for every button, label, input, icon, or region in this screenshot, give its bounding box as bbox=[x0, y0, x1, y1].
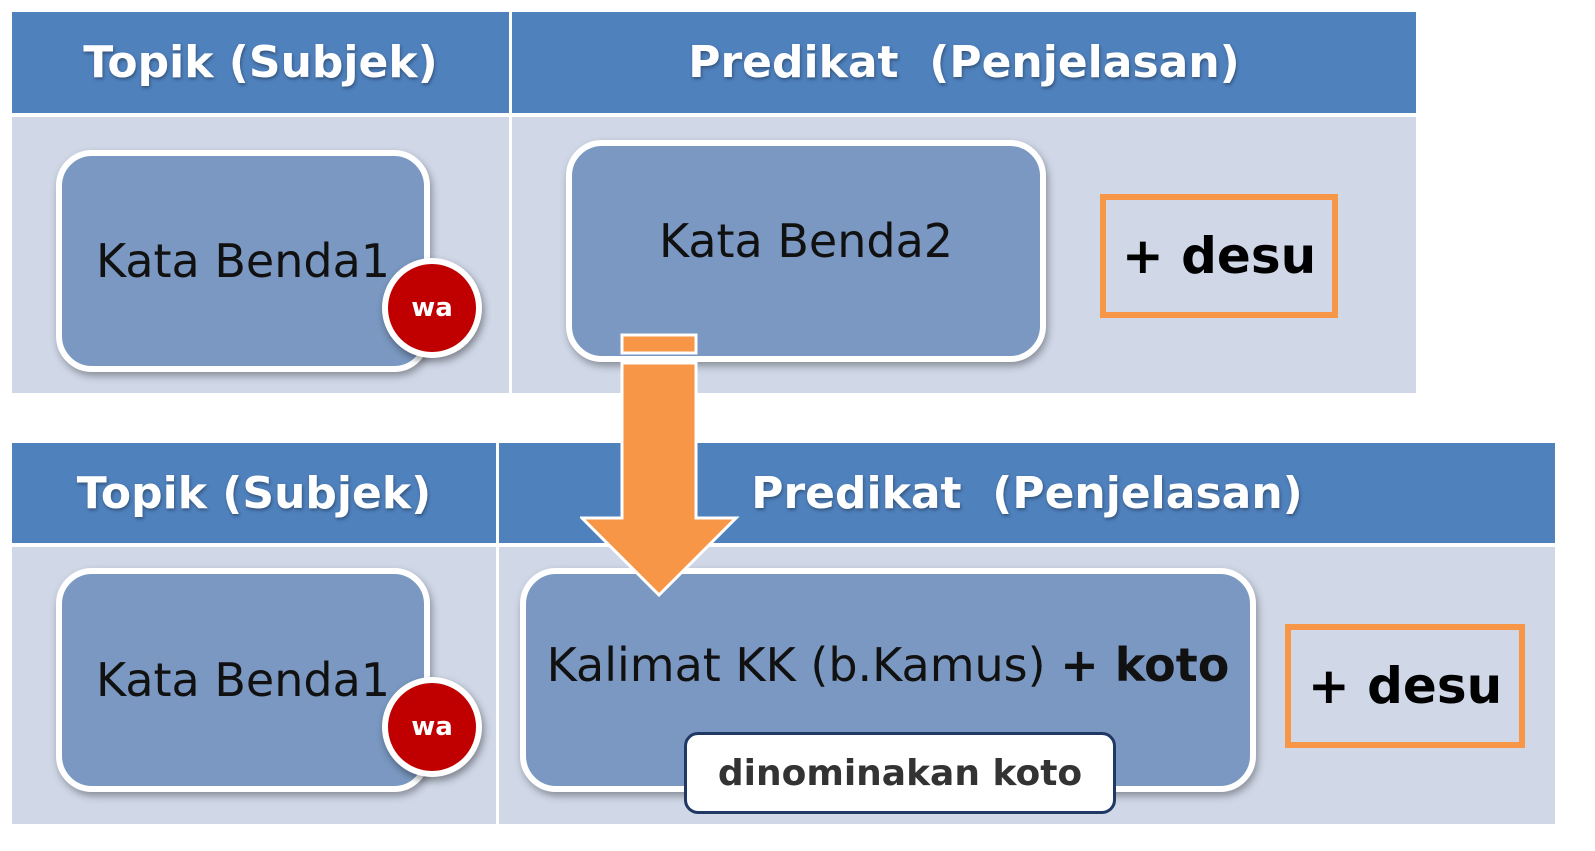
bottom-header-topic-label: Topik (Subjek) bbox=[76, 467, 432, 519]
bottom-desu-box: + desu bbox=[1285, 624, 1525, 748]
bottom-desu-label: + desu bbox=[1307, 657, 1503, 715]
top-header-predicate-label: Predikat (Penjelasan) bbox=[688, 37, 1240, 88]
top-noun1-label: Kata Benda1 bbox=[95, 234, 391, 288]
bottom-header-topic: Topik (Subjek) bbox=[12, 443, 496, 543]
bottom-header-predicate-label: Predikat (Penjelasan) bbox=[751, 467, 1303, 519]
bottom-clause-text: Kalimat KK (b.Kamus) + koto bbox=[547, 638, 1230, 692]
top-header-topic: Topik (Subjek) bbox=[12, 12, 509, 113]
bottom-noun1-label: Kata Benda1 bbox=[95, 653, 391, 707]
transform-arrow-icon bbox=[580, 333, 740, 598]
bottom-clause-suffix: + koto bbox=[1060, 638, 1230, 692]
top-noun2-label: Kata Benda2 bbox=[658, 214, 954, 268]
top-desu-label: + desu bbox=[1121, 227, 1317, 285]
top-header-topic-label: Topik (Subjek) bbox=[83, 37, 438, 88]
top-particle-wa: wa bbox=[382, 258, 482, 358]
top-particle-label: wa bbox=[411, 293, 453, 323]
bottom-clause-label: Kalimat KK (b.Kamus) bbox=[546, 638, 1061, 692]
top-desu-box: + desu bbox=[1100, 194, 1338, 318]
nominal-label-box: dinominakan koto bbox=[684, 732, 1116, 814]
bottom-noun1-box: Kata Benda1 bbox=[56, 568, 430, 792]
bottom-particle-label: wa bbox=[411, 712, 453, 742]
top-noun1-box: Kata Benda1 bbox=[56, 150, 430, 372]
arrow-shape bbox=[580, 333, 740, 598]
nominal-label: dinominakan koto bbox=[717, 752, 1083, 794]
bottom-particle-wa: wa bbox=[382, 677, 482, 777]
top-noun2-box: Kata Benda2 bbox=[566, 140, 1046, 362]
top-header-predicate: Predikat (Penjelasan) bbox=[512, 12, 1416, 113]
